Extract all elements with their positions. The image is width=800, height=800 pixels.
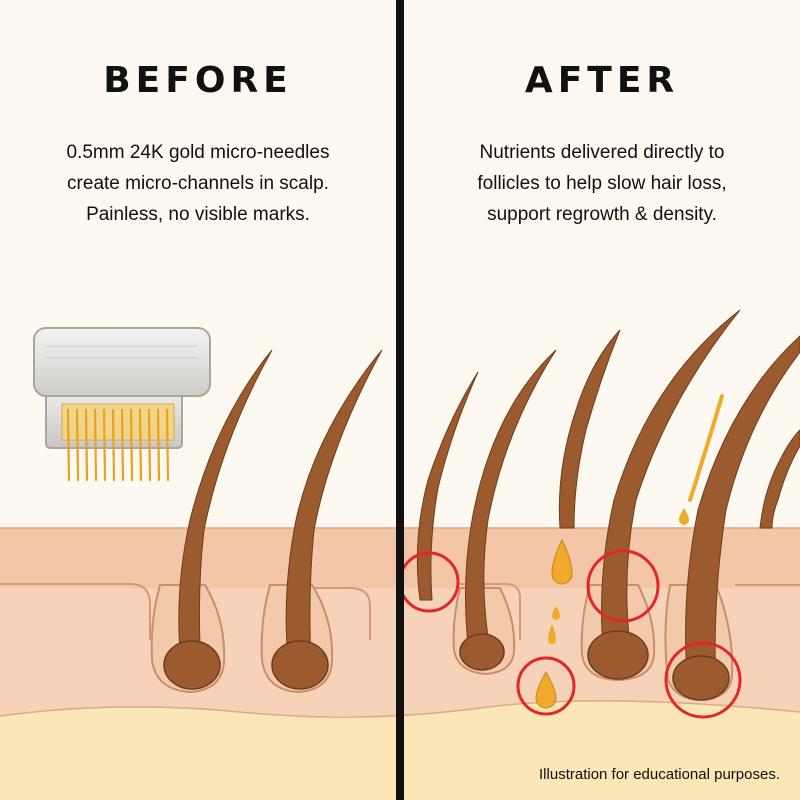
after-caption-line: Nutrients delivered directly to (479, 142, 725, 163)
before-caption-line: Painless, no visible marks. (86, 204, 310, 225)
derma-stamp-device-icon (33, 327, 211, 482)
serum-droplet-icon (552, 606, 560, 620)
after-caption-line: support regrowth & density. (487, 204, 717, 225)
hair-bulb (672, 655, 730, 701)
before-title: BEFORE (103, 60, 293, 101)
hair-strand (759, 429, 800, 529)
hair-bulb (271, 640, 329, 690)
before-caption-line: create micro-channels in scalp. (67, 173, 329, 194)
after-caption-line: follicles to help slow hair loss, (477, 173, 727, 194)
gold-micro-needles-icon (66, 408, 170, 482)
highlight-circle-icon (516, 656, 576, 716)
hair-strand (464, 349, 557, 661)
hair-strand (558, 329, 621, 529)
serum-droplet-icon (551, 538, 573, 585)
serum-droplet-icon (679, 508, 689, 525)
disclaimer-footnote: Illustration for educational purposes. (539, 766, 780, 783)
before-caption-line: 0.5mm 24K gold micro-needles (66, 142, 330, 163)
after-title: AFTER (524, 60, 680, 101)
serum-stream (688, 394, 724, 502)
serum-droplets (535, 394, 724, 709)
hair-strand (685, 335, 800, 691)
hair-strand (601, 309, 741, 661)
highlight-circle-icon (664, 641, 742, 719)
after-follicles (416, 309, 800, 702)
before-caption: 0.5mm 24K gold micro-needles create micr… (0, 137, 396, 230)
panel-divider (396, 0, 404, 800)
hair-bulb (459, 633, 505, 671)
dermis-outline (0, 583, 800, 640)
highlight-circle-icon (586, 549, 660, 623)
hair-bulb (163, 640, 221, 690)
serum-droplet-icon (535, 670, 557, 709)
needle-plate (61, 403, 175, 441)
hair-strand (416, 371, 479, 601)
after-caption: Nutrients delivered directly to follicle… (404, 137, 800, 230)
serum-droplet-icon (548, 624, 556, 644)
device-cap (33, 327, 211, 397)
hair-bulb (587, 630, 649, 680)
fat-outline (0, 700, 800, 718)
before-follicles (150, 349, 383, 694)
device-cap-ridges (46, 345, 198, 371)
